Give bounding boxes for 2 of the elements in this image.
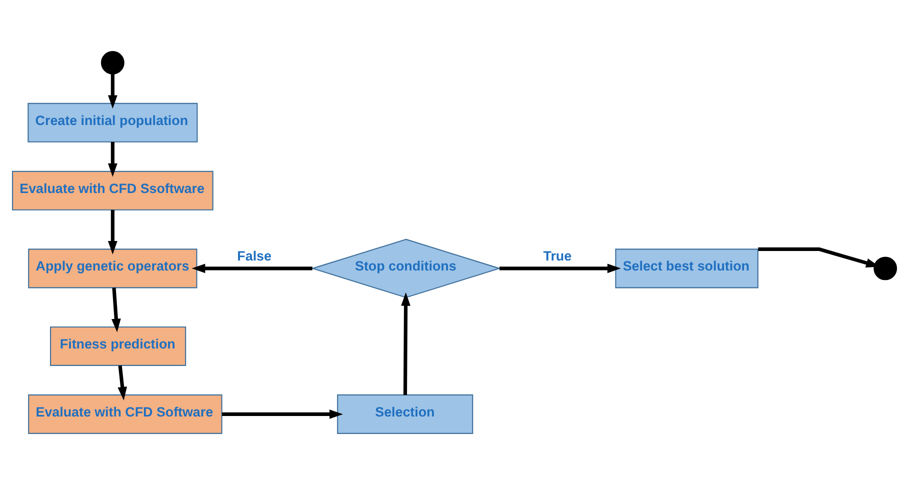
edge-label: True xyxy=(543,248,572,263)
edge-label: False xyxy=(237,248,272,263)
